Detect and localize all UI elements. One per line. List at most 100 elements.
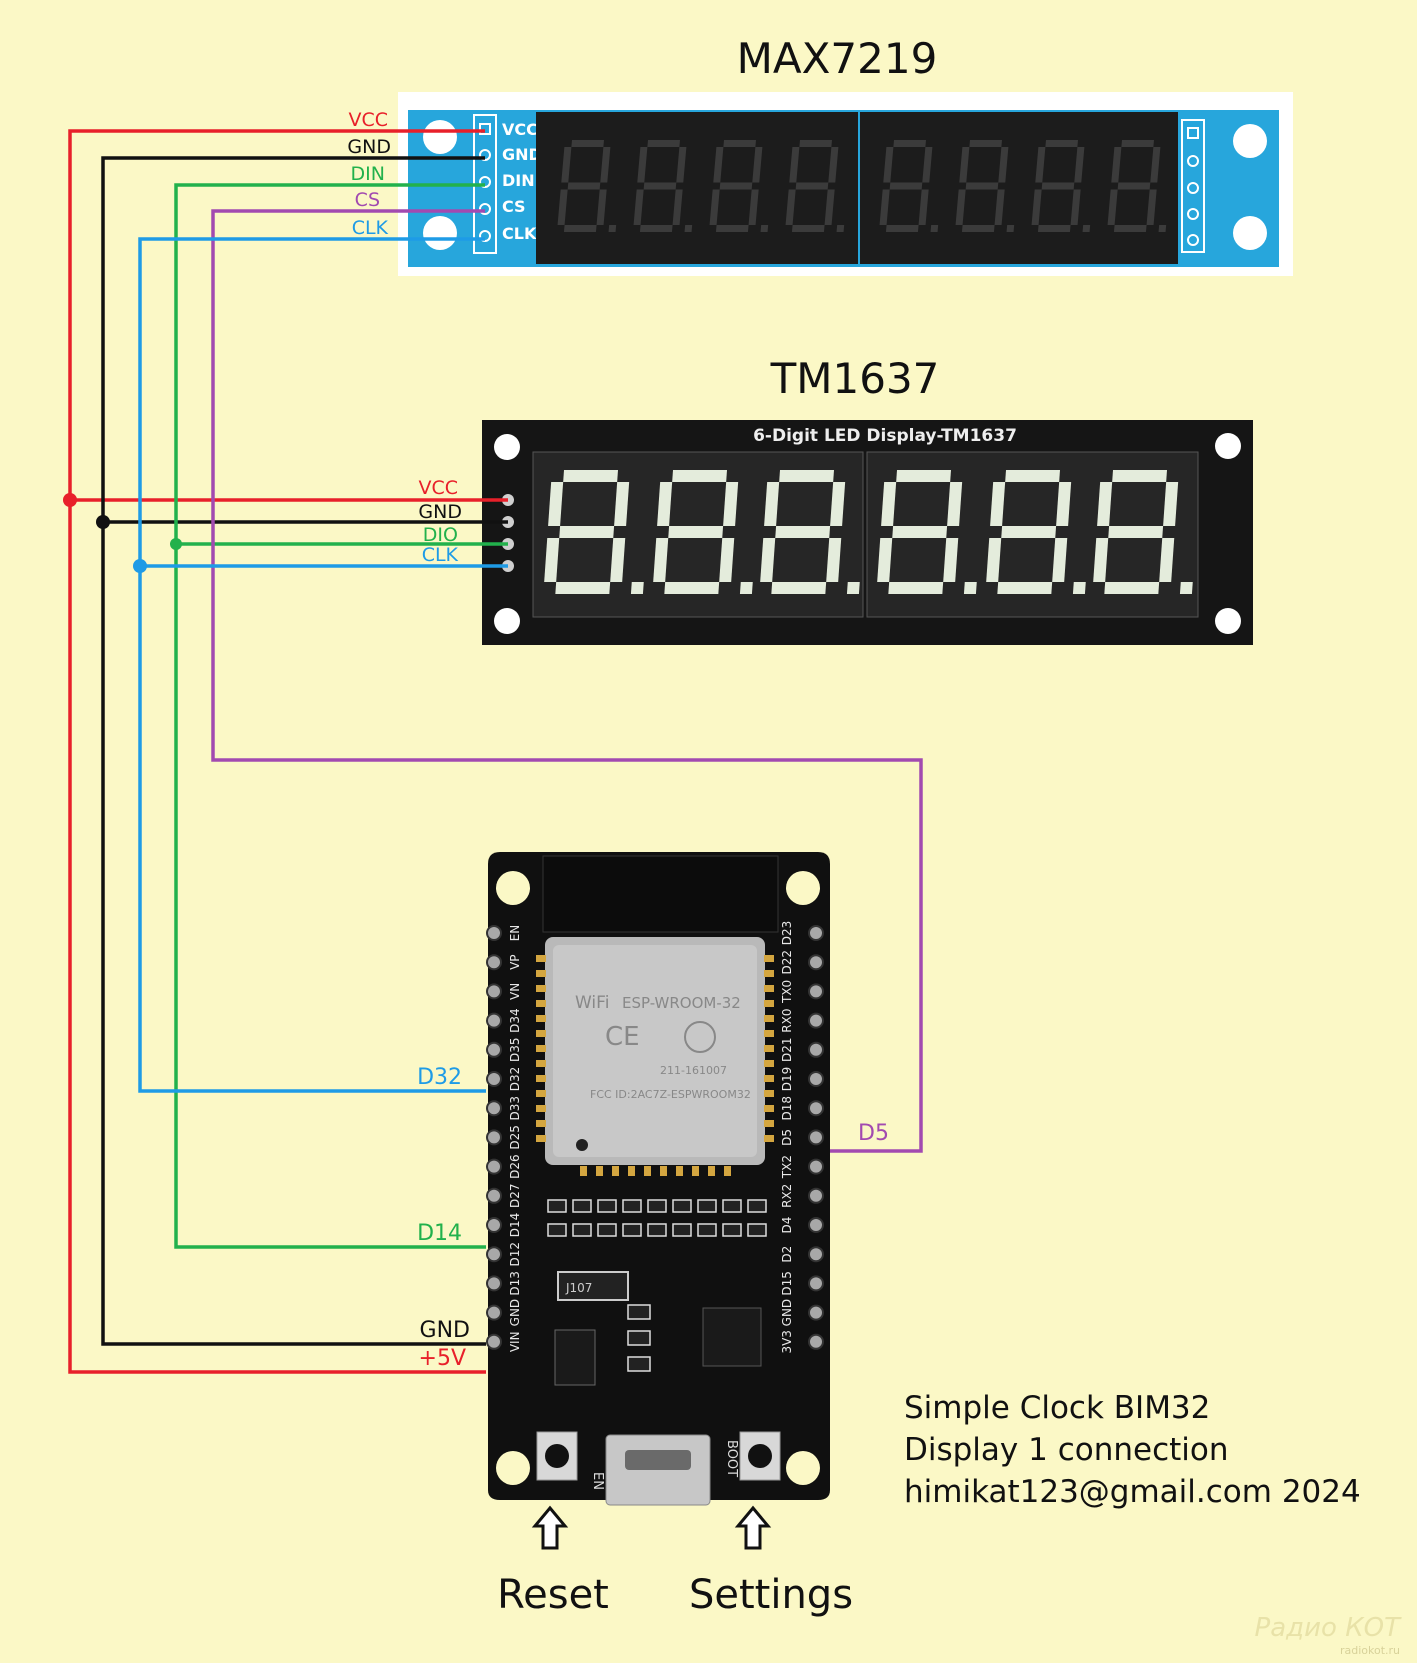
segment	[723, 482, 739, 526]
segment	[889, 182, 923, 190]
max7219-digit	[1031, 140, 1091, 232]
segment	[1035, 147, 1046, 183]
header-pin	[808, 1129, 824, 1146]
castellation-pad	[764, 1120, 774, 1127]
esp32-right-header	[808, 925, 824, 1350]
mount-hole	[423, 120, 457, 154]
smd-part	[627, 1356, 651, 1372]
header-pin	[808, 1100, 824, 1117]
max7219-wire-label-din: DIN	[351, 163, 385, 185]
boot-button[interactable]	[748, 1444, 772, 1468]
segment	[824, 189, 835, 225]
segment	[643, 182, 677, 190]
pin1-dot	[576, 1139, 588, 1151]
segment	[637, 147, 648, 183]
smd-part	[622, 1199, 642, 1213]
segment	[955, 189, 966, 225]
segment	[826, 538, 842, 582]
segment	[893, 140, 926, 147]
header-pin	[808, 1304, 824, 1321]
decimal-point	[963, 582, 977, 594]
castellation-pad	[644, 1166, 651, 1176]
header-pin	[808, 1158, 824, 1175]
max7219-pin-label: CS	[502, 197, 526, 216]
segment	[719, 538, 735, 582]
label-gnd: GND	[420, 1318, 470, 1343]
max7219-digit	[785, 140, 845, 232]
ldo-chip	[554, 1329, 596, 1386]
mount-hole	[1215, 433, 1241, 459]
max7219-wire-label-cs: CS	[355, 189, 380, 211]
segment	[888, 582, 944, 594]
segment	[664, 582, 720, 594]
segment	[828, 147, 839, 183]
tm1637-digit	[653, 470, 753, 594]
segment	[600, 147, 611, 183]
regulator-chip	[557, 1271, 629, 1301]
max7219-pin-label: DIN	[502, 171, 535, 190]
mount-hole	[423, 216, 457, 250]
esp32-left-pin-labels: ENVPVND34D35D32D33D25D26D27D14D12D13GNDV…	[508, 925, 522, 1352]
watermark-logo: Радио КОТ	[1255, 1613, 1403, 1643]
segment	[764, 482, 780, 526]
decimal-point	[836, 225, 845, 232]
module-wifi-logo: WiFi	[575, 993, 609, 1013]
reset-arrow-icon	[531, 1505, 569, 1550]
en-label: EN	[590, 1472, 605, 1490]
castellation-pad	[536, 1120, 546, 1127]
pin-pad	[479, 230, 491, 242]
en-button[interactable]	[545, 1444, 569, 1468]
wire-cs	[211, 209, 923, 1153]
max7219-pin-label: CLK	[502, 224, 537, 243]
header-pin	[486, 1246, 502, 1263]
max7219-digits	[557, 140, 1167, 232]
left-pin-label: D25	[508, 1125, 522, 1150]
decimal-point	[1179, 582, 1193, 594]
right-pin-label: RX2	[780, 1184, 794, 1208]
left-pin-label: D13	[508, 1271, 522, 1296]
usb-uart-chip	[702, 1307, 762, 1367]
decimal-point	[846, 582, 860, 594]
right-pin-label: D21	[780, 1038, 794, 1063]
castellation-pad	[536, 955, 546, 962]
decimal-point	[739, 582, 753, 594]
castellation-pad	[596, 1166, 603, 1176]
decimal-point	[684, 225, 693, 232]
right-pin-label: D4	[780, 1217, 794, 1234]
pin-pad	[1187, 127, 1199, 139]
segment	[1045, 140, 1078, 147]
segment	[795, 182, 829, 190]
segment	[779, 470, 834, 482]
left-pin-label: GND	[508, 1299, 522, 1327]
max7219-digit	[879, 140, 939, 232]
segment	[668, 526, 724, 538]
decimal-point	[930, 225, 939, 232]
header-pin	[486, 983, 502, 1000]
segment	[879, 189, 890, 225]
smd-part	[647, 1199, 667, 1213]
castellation-pad	[764, 1045, 774, 1052]
decimal-point	[1158, 225, 1167, 232]
tm1637-wire-label-clk: CLK	[422, 544, 459, 566]
max7219-pin-label: GND	[502, 145, 542, 164]
segment	[990, 482, 1006, 526]
segment	[614, 482, 630, 526]
smd-part	[747, 1223, 767, 1237]
max7219-module: VCC GND DIN CS CLK	[398, 92, 1293, 276]
segment	[771, 582, 827, 594]
max7219-out-header	[1181, 119, 1205, 253]
tm1637-digit	[1093, 470, 1193, 594]
mount-hole	[494, 434, 520, 460]
segment	[994, 189, 1005, 225]
junction-dot	[133, 559, 147, 573]
segment	[1001, 526, 1057, 538]
smd-part	[747, 1199, 767, 1213]
segment	[571, 140, 604, 147]
esp32-right-pin-labels: D23D22TX0RX0D21D19D18D5TX2RX2D4D2D15GND3…	[780, 921, 794, 1354]
segment	[1117, 182, 1151, 190]
segment	[1163, 482, 1179, 526]
boot-label: BOOT	[724, 1440, 739, 1477]
tm1637-digit	[877, 470, 977, 594]
left-pin-label: D33	[508, 1096, 522, 1121]
segment	[775, 526, 831, 538]
